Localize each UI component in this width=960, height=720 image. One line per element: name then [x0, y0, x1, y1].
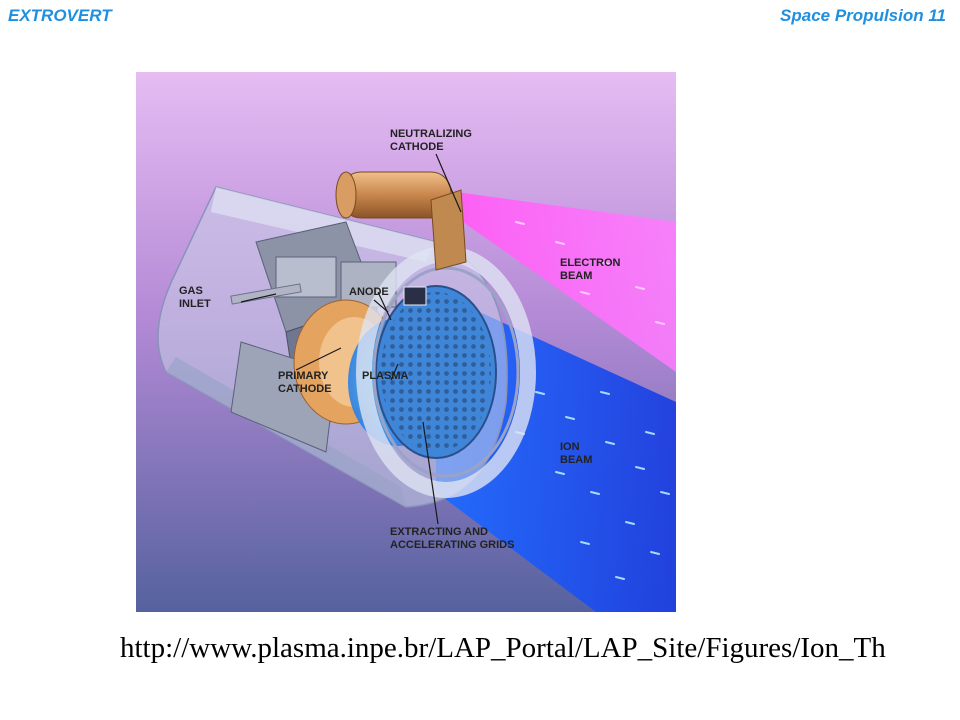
header-left-title: EXTROVERT	[8, 6, 112, 25]
electron-beam-particles	[515, 221, 665, 325]
source-url: http://www.plasma.inpe.br/LAP_Portal/LAP…	[120, 632, 886, 664]
label-primary-cathode: PRIMARY CATHODE	[278, 370, 332, 395]
extracting-accelerating-grids	[375, 285, 497, 459]
ion-thruster-illustration: NEUTRALIZING CATHODE ELECTRON BEAM GAS I…	[136, 72, 676, 612]
label-gas-inlet: GAS INLET	[179, 285, 211, 310]
electron-beam	[456, 192, 676, 372]
label-plasma: PLASMA	[362, 370, 409, 382]
label-ion-beam: ION BEAM	[560, 441, 592, 466]
gas-inlet-pipe	[230, 283, 302, 305]
label-extracting-accelerating-grids: EXTRACTING AND ACCELERATING GRIDS	[390, 526, 514, 551]
neutralizing-cathode	[335, 171, 467, 271]
label-electron-beam: ELECTRON BEAM	[560, 257, 624, 282]
label-neutralizing-cathode: NEUTRALIZING CATHODE	[390, 128, 475, 153]
ion-thruster-diagram: NEUTRALIZING CATHODE ELECTRON BEAM GAS I…	[136, 72, 676, 612]
leader-lines	[240, 153, 462, 525]
label-anode: ANODE	[349, 286, 389, 298]
anode-block	[403, 286, 427, 306]
header-right-title: Space Propulsion 11	[780, 6, 946, 25]
